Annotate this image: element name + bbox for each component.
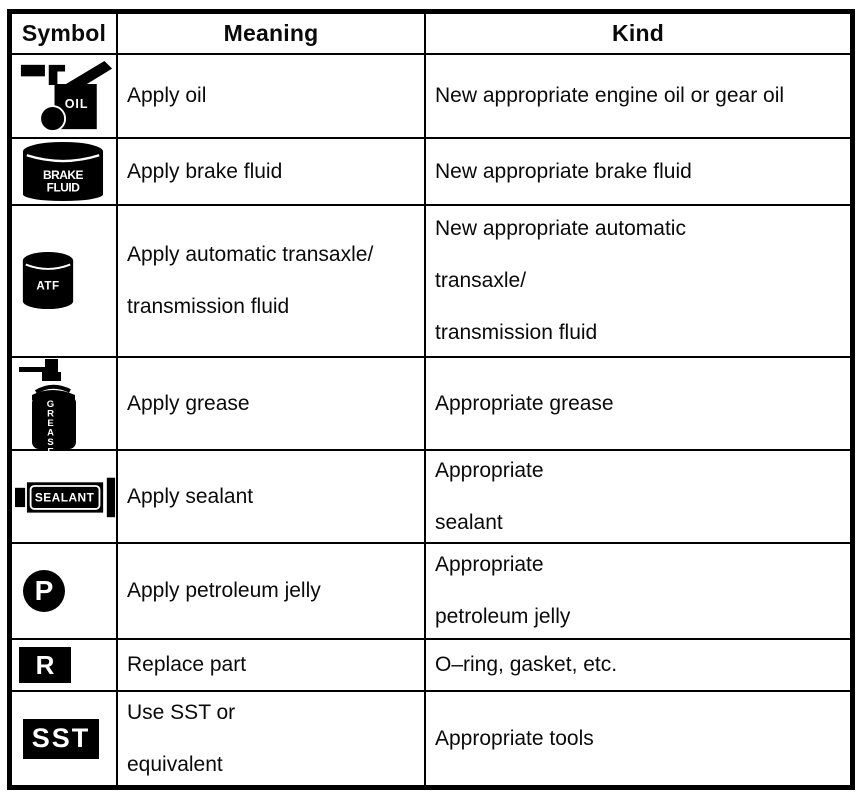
- meaning-cell: Apply petroleum jelly: [118, 544, 426, 640]
- symbol-cell-brake-fluid: BRAKE FLUID: [12, 139, 118, 206]
- header-meaning: Meaning: [118, 14, 426, 55]
- kind-cell: Appropriate sealant: [426, 451, 850, 544]
- symbol-cell-sealant: SEALANT: [12, 451, 118, 544]
- header-symbol: Symbol: [12, 14, 118, 55]
- replace-part-icon: R: [19, 647, 71, 683]
- kind-cell: New appropriate automatic transaxle/ tra…: [426, 206, 850, 358]
- sealant-icon-label: SEALANT: [35, 490, 95, 504]
- brake-fluid-icon-label-2: FLUID: [47, 181, 81, 195]
- symbol-cell-atf: ATF: [12, 206, 118, 358]
- symbol-cell-grease: GREASE: [12, 358, 118, 456]
- oil-can-icon: OIL: [20, 60, 113, 132]
- atf-can-icon: ATF: [22, 252, 74, 310]
- meaning-cell: Replace part: [118, 640, 426, 692]
- replace-part-icon-label: R: [35, 649, 55, 680]
- oil-icon-label: OIL: [65, 97, 89, 111]
- grease-spray-can-icon: GREASE: [19, 358, 89, 456]
- kind-cell: Appropriate tools: [435, 726, 594, 750]
- symbol-cell-sst: SST: [12, 692, 118, 785]
- kind-cell: Appropriate grease: [426, 358, 850, 451]
- kind-cell: New appropriate brake fluid: [426, 139, 850, 206]
- brake-fluid-icon-label-1: BRAKE: [43, 168, 83, 182]
- meaning-cell: Apply sealant: [118, 451, 426, 544]
- sst-icon: SST: [23, 718, 99, 759]
- symbol-cell-oil: OIL: [12, 55, 118, 139]
- meaning-cell: Apply brake fluid: [118, 139, 426, 206]
- brake-fluid-can-icon: BRAKE FLUID: [22, 141, 104, 202]
- petroleum-jelly-icon: P: [23, 570, 65, 612]
- symbol-legend-table: Symbol Meaning Kind OIL Apply oil New ap…: [7, 9, 855, 790]
- grease-icon-label: GREASE: [45, 398, 56, 456]
- symbol-cell-petroleum-jelly: P: [12, 544, 118, 640]
- meaning-cell: Apply oil: [118, 55, 426, 139]
- sst-icon-label: SST: [31, 723, 91, 753]
- meaning-cell: Apply grease: [118, 358, 426, 451]
- meaning-cell: Apply automatic transaxle/ transmission …: [118, 206, 426, 358]
- header-kind: Kind: [426, 14, 850, 55]
- grease-spray-can-shape: [19, 358, 76, 449]
- symbol-cell-replace-part: R: [12, 640, 118, 692]
- atf-icon-label: ATF: [36, 280, 59, 293]
- kind-cell: Appropriate petroleum jelly: [426, 544, 850, 640]
- sealant-tube-icon: SEALANT: [15, 477, 116, 517]
- meaning-cell: Use SST or equivalent: [118, 692, 426, 785]
- petroleum-jelly-icon-label: P: [34, 575, 54, 606]
- kind-cell: O–ring, gasket, etc.: [426, 640, 850, 692]
- kind-cell: New appropriate engine oil or gear oil: [426, 55, 850, 139]
